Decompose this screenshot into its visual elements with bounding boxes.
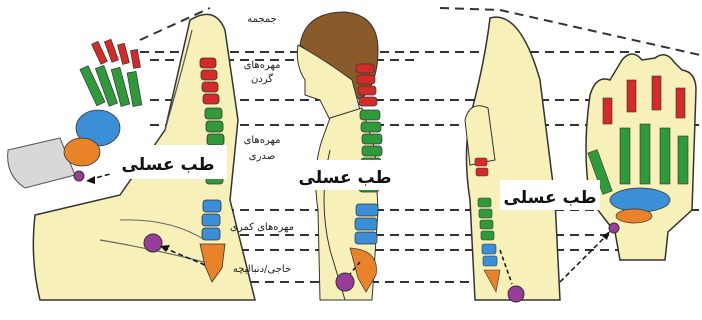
body-lumbar-segment (356, 204, 378, 216)
hand-side-thoracic (478, 198, 491, 207)
palm-tibb-point (609, 223, 619, 233)
hand-side-thoracic (479, 209, 492, 218)
guide-line-diag-2 (440, 8, 500, 10)
palm-finger-red (652, 76, 661, 110)
label-thoracic-line2: صدری (249, 151, 275, 162)
palm-lumbar-block (610, 188, 670, 212)
body-thoracic-segment (360, 110, 380, 120)
palm-finger-green (620, 128, 630, 184)
palm-finger-green (660, 128, 670, 184)
tibb-label-hand: طب عسلی (504, 188, 597, 208)
body-tibb-point (336, 273, 354, 291)
hand-palm-illustration (560, 54, 696, 282)
palm-finger-red (603, 98, 612, 124)
label-sacrum: خاجی/دنبالیچه (233, 264, 291, 275)
sole-toe-red (130, 49, 140, 68)
sole-tibb-point (74, 171, 84, 181)
body-thoracic-segment (361, 122, 381, 132)
body-cervical-segment (356, 64, 374, 73)
hand-side-lumbar (482, 244, 496, 254)
palm-finger-green (678, 136, 688, 184)
hand-side-cervical (476, 168, 488, 176)
palm-finger-red (627, 80, 636, 112)
palm-sacrum-block (616, 209, 652, 223)
foot-cervical-segment (200, 58, 216, 68)
foot-thoracic-segment (205, 108, 222, 119)
tibb-label-body: طب عسلی (299, 168, 392, 188)
hand-side-tibb-point (508, 286, 524, 302)
body-lumbar-segment (355, 218, 377, 230)
palm-finger-red (676, 88, 685, 118)
guide-line-diag-1 (500, 10, 700, 55)
sole-toe-red (92, 41, 108, 64)
foot-cervical-segment (201, 70, 217, 80)
body-cervical-segment (357, 75, 375, 84)
label-skull: جمجمه (247, 14, 277, 25)
sole-heel (8, 138, 75, 188)
body-thoracic-segment (362, 146, 382, 156)
foot-cervical-segment (202, 82, 218, 92)
foot-thoracic-segment (206, 121, 223, 132)
sole-arrow-head (86, 176, 95, 184)
foot-lumbar-segment (202, 214, 220, 226)
sole-toe-red (118, 43, 130, 64)
label-cervical-line2: گردن (251, 73, 273, 85)
hand-side-cervical (475, 158, 487, 166)
label-lumbar: مهره‌های کمری (230, 222, 294, 233)
label-cervical-line1: مهره‌های (244, 60, 281, 71)
hand-side-thoracic (481, 231, 494, 240)
hand-side-thoracic (480, 220, 493, 229)
hand-side-illustration (465, 17, 560, 302)
palm-arrow-line (560, 234, 608, 282)
body-cervical-segment (358, 86, 376, 95)
sole-sacrum-block (64, 138, 100, 166)
palm-finger-green (640, 124, 650, 184)
tibb-label-foot: طب عسلی (122, 155, 215, 175)
foot-cervical-segment (203, 94, 219, 104)
hand-side-lumbar (483, 256, 497, 266)
body-cervical-segment (359, 97, 377, 106)
foot-lumbar-segment (202, 228, 220, 240)
body-thoracic-segment (362, 134, 382, 144)
foot-tibb-point (144, 234, 162, 252)
human-body-illustration (297, 12, 382, 300)
foot-lumbar-segment (203, 200, 221, 212)
foot-thoracic-segment (207, 134, 224, 145)
label-thoracic-line1: مهره‌های (244, 135, 281, 146)
body-lumbar-segment (355, 232, 377, 244)
